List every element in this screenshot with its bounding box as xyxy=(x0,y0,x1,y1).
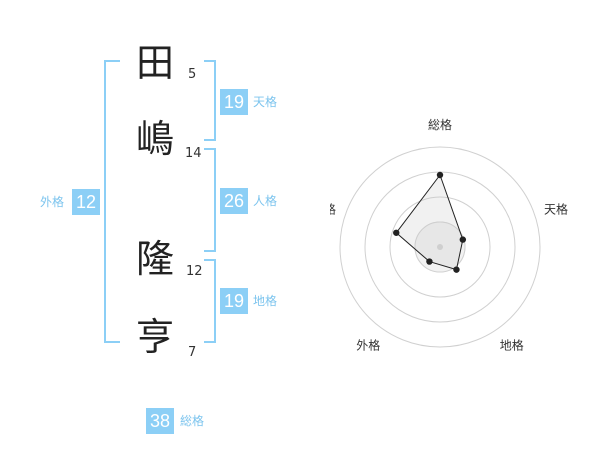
name-char-1: 田 xyxy=(135,41,174,85)
jinkaku-label: 人格 xyxy=(253,194,278,208)
gaikaku-label: 外格 xyxy=(40,195,65,209)
radar-axis-label-2: 天格 xyxy=(544,201,568,216)
stroke-count-4: 7 xyxy=(188,345,197,360)
radar-point-1 xyxy=(436,171,444,179)
radar-point-4 xyxy=(426,258,433,265)
stroke-count-2: 14 xyxy=(185,146,202,161)
name-char-4: 亨 xyxy=(135,315,174,359)
radar-series-polygon xyxy=(395,173,464,271)
radar-axis-label-1: 総格 xyxy=(428,117,452,132)
chikaku-bracket xyxy=(204,259,216,343)
gaikaku-value: 12 xyxy=(72,189,100,215)
radar-ring-4 xyxy=(339,146,541,348)
radar-point-2 xyxy=(459,236,467,243)
radar-center-dot xyxy=(437,244,443,250)
radar-point-5 xyxy=(393,229,400,236)
soukaku-value: 38 xyxy=(146,408,174,434)
jinkaku-bracket xyxy=(204,148,216,252)
name-char-2: 嶋 xyxy=(135,117,174,161)
tenkaku-label: 天格 xyxy=(253,95,278,109)
name-char-3: 隆 xyxy=(135,237,174,281)
tenkaku-value: 19 xyxy=(220,89,248,115)
stroke-count-1: 5 xyxy=(188,67,197,82)
stroke-count-3: 12 xyxy=(186,264,203,279)
radar-ring-2 xyxy=(389,196,491,298)
gaikaku-bracket xyxy=(104,60,120,343)
tenkaku-bracket xyxy=(204,60,216,141)
chikaku-label: 地格 xyxy=(253,294,278,308)
radar-point-3 xyxy=(453,266,460,273)
chikaku-value: 19 xyxy=(220,288,248,314)
jinkaku-value: 26 xyxy=(220,188,248,214)
radar-axis-label-3: 地格 xyxy=(500,338,524,353)
soukaku-label: 総格 xyxy=(180,414,205,428)
radar-axis-label-5: 人格 xyxy=(330,201,336,216)
radar-axis-label-4: 外格 xyxy=(356,338,380,353)
